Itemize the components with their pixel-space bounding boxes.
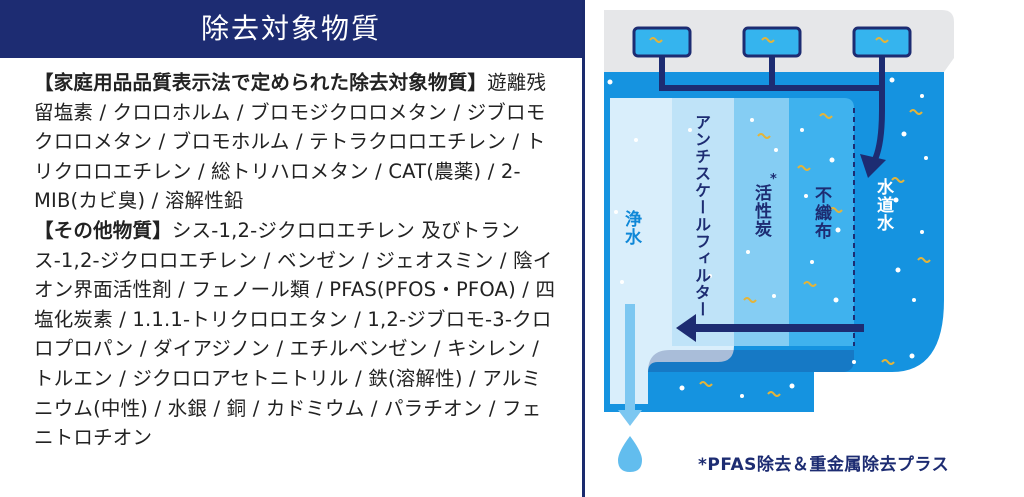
anti-scale-label: アンチスケールフィルター (692, 114, 711, 318)
filter-diagram: 水道水 不織布 活性炭 * アンチスケールフィルター 浄水 (592, 0, 1024, 497)
flow-arrow-head (676, 314, 696, 342)
particles-gold (649, 37, 931, 397)
inlet-arrow-head (860, 154, 886, 178)
activated-carbon-mark: * (770, 172, 777, 187)
inlet-box-3 (852, 26, 912, 58)
clean-water-arrow-head (618, 410, 642, 426)
section1-text: 遊離残留塩素 / クロロホルム / ブロモジクロロメタン / ジブロモクロロメタ… (34, 71, 547, 213)
anti-scale-layer (672, 98, 734, 346)
filter-diagram-graphic (604, 10, 954, 472)
inlet-box-1 (632, 26, 692, 58)
section2-text: シス-1,2-ジクロロエチレン 及びトランス-1,2-ジクロロエチレン / ベン… (34, 218, 556, 450)
panel-title: 除去対象物質 (0, 0, 582, 58)
outlet-chamber (648, 350, 854, 372)
activated-carbon-layer (734, 98, 789, 346)
footnote: *PFAS除去＆重金属除去プラス (698, 455, 950, 475)
section1-heading: 【家庭用品品質表示法で定められた除去対象物質】 (34, 71, 488, 94)
section2-heading: 【その他物質】 (34, 218, 172, 242)
particles-white (607, 77, 928, 398)
removal-substances-panel: 除去対象物質 【家庭用品品質表示法で定められた除去対象物質】遊離残留塩素 / ク… (0, 0, 585, 497)
water-drop-icon (618, 436, 642, 472)
clean-water-label: 浄水 (621, 210, 641, 246)
panel-body: 【家庭用品品質表示法で定められた除去対象物質】遊離残留塩素 / クロロホルム /… (34, 68, 556, 453)
tap-water-label: 水道水 (873, 178, 893, 232)
activated-carbon-label: 活性炭 (751, 184, 771, 238)
clean-water-stream (625, 304, 635, 412)
non-woven-label: 不織布 (811, 186, 831, 240)
